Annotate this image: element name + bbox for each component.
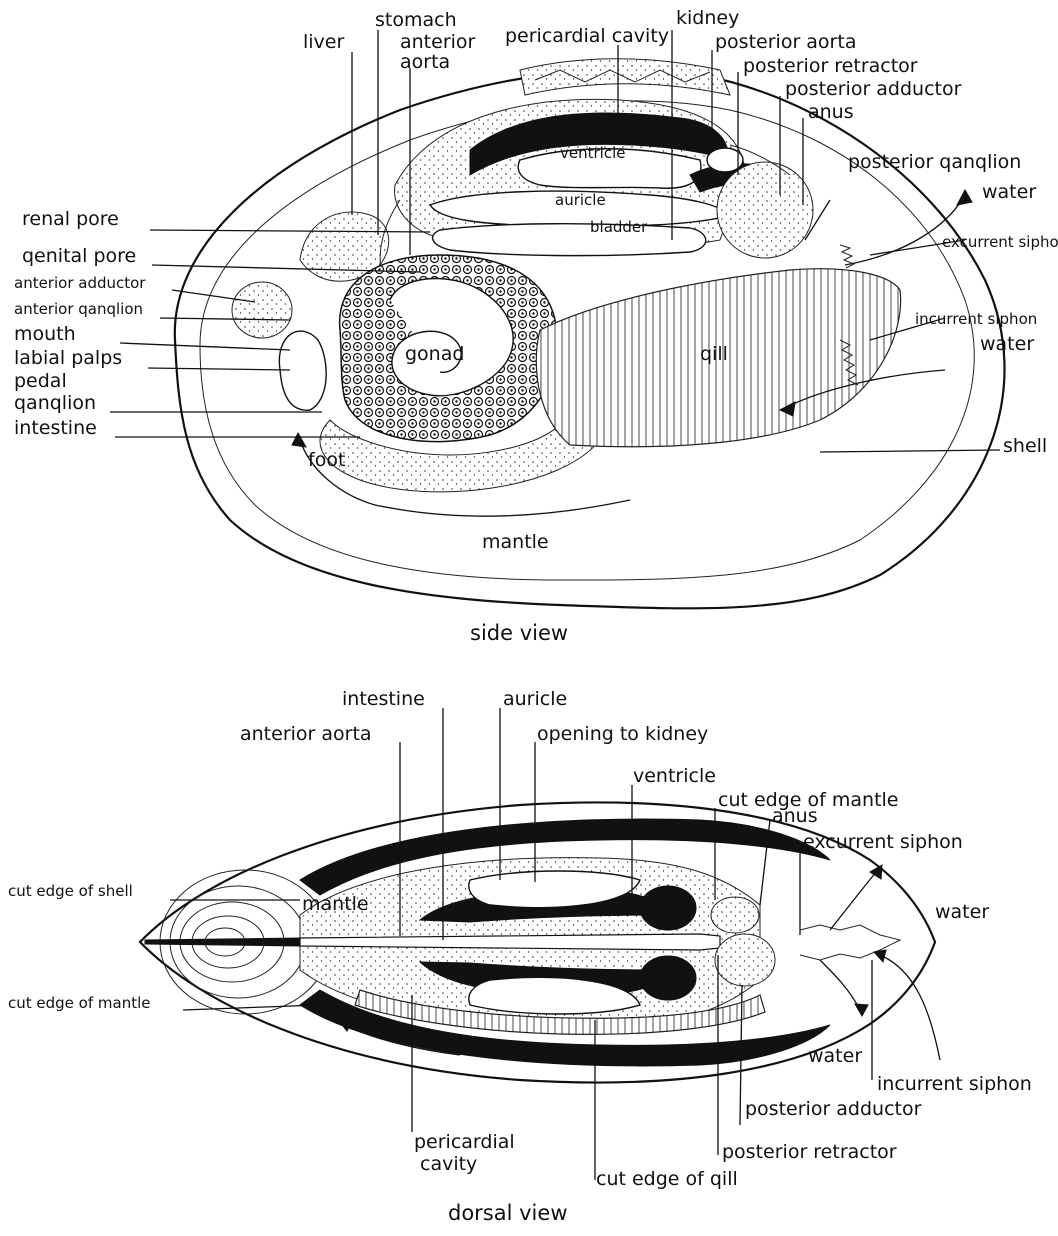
label-mouth: mouth xyxy=(14,323,76,345)
label-ganglion: qanqlion xyxy=(14,392,96,414)
label-opening-to-kidney: opening to kidney xyxy=(537,723,708,745)
label-excurrent-siphon: excurrent siphon xyxy=(942,233,1058,251)
label-cavity: cavity xyxy=(420,1153,477,1175)
label-anterior: anterior xyxy=(400,31,476,53)
label-ventricle: ventricle xyxy=(560,144,625,162)
dorsal-water-in-arrow xyxy=(880,955,940,1060)
label-anterior-adductor: anterior adductor xyxy=(14,274,146,292)
label-pericardial-cavity: pericardial cavity xyxy=(505,25,669,47)
side-view: liver stomach anterior aorta pericardial… xyxy=(14,7,1058,645)
label-pedal: pedal xyxy=(14,370,67,392)
label-posterior-aorta: posterior aorta xyxy=(715,31,856,53)
posterior-adductor-muscle xyxy=(717,162,813,258)
caption-side-view: side view xyxy=(470,621,568,645)
label-dorsal-water-top: water xyxy=(935,901,989,923)
label-dorsal-mantle: mantle xyxy=(302,893,369,915)
label-stomach: stomach xyxy=(375,9,457,31)
label-dorsal-posterior-retractor: posterior retractor xyxy=(722,1141,897,1163)
label-water-out: water xyxy=(982,181,1036,203)
label-dorsal-incurrent-siphon: incurrent siphon xyxy=(877,1073,1032,1095)
mantle-current-arrowhead xyxy=(292,433,306,447)
dorsal-view: intestine auricle anterior aorta opening… xyxy=(8,688,1032,1225)
label-cut-edge-of-gill: cut edge of qill xyxy=(596,1168,738,1190)
label-posterior-ganglion: posterior qanqlion xyxy=(848,151,1021,173)
hinge-line xyxy=(145,938,300,946)
label-intestine: intestine xyxy=(14,417,97,439)
dorsal-water-in-head xyxy=(874,950,886,962)
label-anus: anus xyxy=(808,101,854,123)
label-cut-edge-of-shell: cut edge of shell xyxy=(8,882,133,900)
anterior-adductor-muscle xyxy=(232,282,292,338)
label-posterior-retractor: posterior retractor xyxy=(743,55,918,77)
label-incurrent-siphon: incurrent siphon xyxy=(915,310,1037,328)
label-dorsal-water-bottom: water xyxy=(808,1045,862,1067)
label-kidney: kidney xyxy=(676,7,739,29)
label-dorsal-ventricle: ventricle xyxy=(633,765,716,787)
label-dorsal-intestine: intestine xyxy=(342,688,425,710)
dorsal-water-out-arrow xyxy=(830,870,878,930)
label-genital-pore: qenital pore xyxy=(22,245,136,267)
water-out-arrowhead xyxy=(957,190,972,205)
label-cut-edge-of-mantle-left: cut edge of mantle xyxy=(8,994,151,1012)
label-pericardial: pericardial xyxy=(414,1131,515,1153)
label-liver: liver xyxy=(303,31,344,53)
caption-dorsal-view: dorsal view xyxy=(448,1201,568,1225)
label-dorsal-excurrent-siphon: excurrent siphon xyxy=(803,831,963,853)
label-aorta: aorta xyxy=(400,51,450,73)
label-foot: foot xyxy=(308,449,345,471)
label-dorsal-auricle: auricle xyxy=(503,688,567,710)
label-labial-palps: labial palps xyxy=(14,347,122,369)
label-water-in: water xyxy=(980,333,1034,355)
label-dorsal-anus: anus xyxy=(772,805,818,827)
label-bladder: bladder xyxy=(590,218,648,236)
labial-palps-shape xyxy=(279,331,326,410)
bladder-shape xyxy=(433,224,706,256)
dorsal-water-down-head xyxy=(855,1004,868,1016)
label-anterior-ganglion: anterior qanqlion xyxy=(14,300,143,318)
label-dorsal-anterior-aorta: anterior aorta xyxy=(240,723,372,745)
upper-ventricle-lobe xyxy=(640,886,696,930)
label-shell: shell xyxy=(1003,435,1047,457)
dorsal-posterior-retractor xyxy=(711,897,759,933)
label-dorsal-posterior-adductor: posterior adductor xyxy=(745,1098,922,1120)
label-posterior-adductor: posterior adductor xyxy=(785,78,962,100)
dorsal-posterior-adductor xyxy=(715,934,775,986)
label-auricle: auricle xyxy=(555,191,606,209)
label-renal-pore: renal pore xyxy=(22,208,119,230)
label-gonad: gonad xyxy=(405,343,464,365)
label-gill: qill xyxy=(700,343,728,365)
dorsal-water-down-arrow xyxy=(820,960,860,1010)
label-mantle: mantle xyxy=(482,531,549,553)
lower-ventricle-lobe xyxy=(640,956,696,1000)
